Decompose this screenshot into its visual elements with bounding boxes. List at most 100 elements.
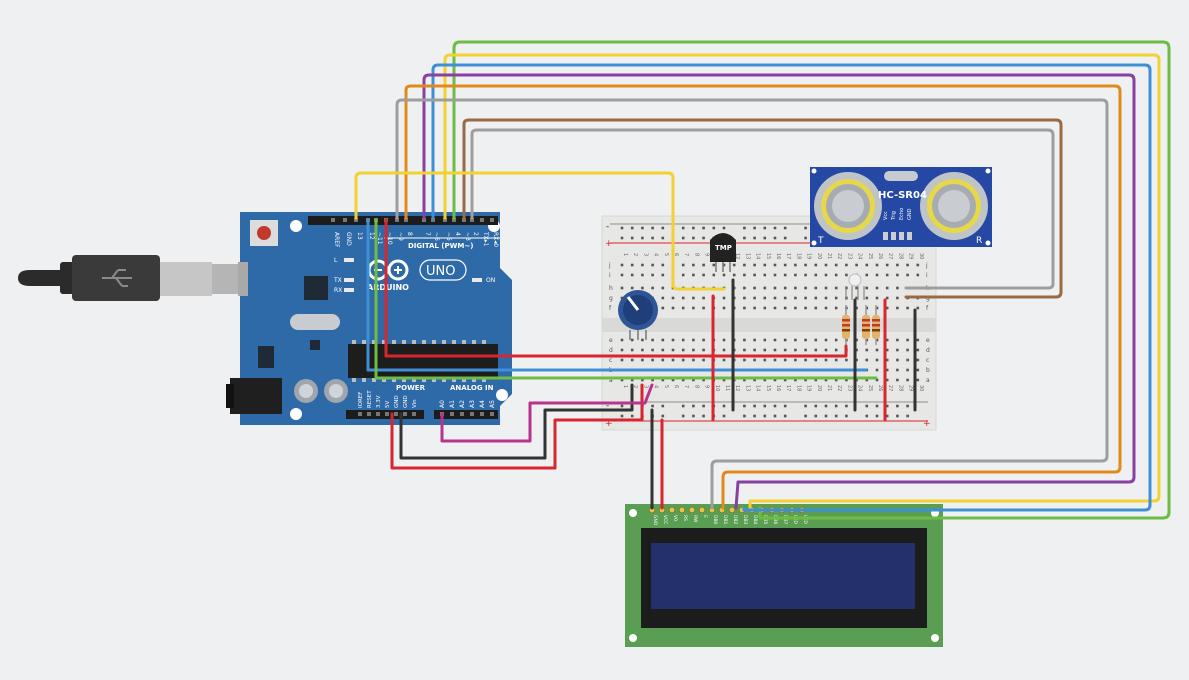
wire-red-5v[interactable] — [390, 383, 644, 470]
pin-label: 4 — [454, 232, 461, 236]
rgb-led[interactable] — [845, 273, 865, 300]
sensor-pin-label: Vcc — [883, 211, 889, 220]
bb-col-label: 27 — [887, 385, 893, 391]
bb-col-label: 13 — [744, 253, 750, 259]
bb-col-label: 2 — [632, 385, 638, 388]
bb-row-label: a — [609, 377, 613, 384]
arduino-model: UNO — [426, 264, 455, 279]
lcd-pin-label: LED — [802, 515, 808, 524]
lcd-pin-label: DB5 — [762, 515, 768, 525]
bb-col-label: 15 — [765, 253, 771, 259]
bb-row-label: d — [926, 347, 930, 354]
resistor[interactable] — [872, 305, 880, 345]
bb-row-label: h — [609, 285, 613, 292]
bb-col-label: 6 — [673, 253, 679, 256]
reset-button[interactable] — [250, 220, 278, 246]
wire-blue-led[interactable] — [366, 218, 868, 372]
bb-row-label: g — [609, 295, 613, 302]
bb-col-label: 30 — [918, 253, 924, 259]
bb-row-label: j — [925, 262, 928, 269]
bb-col-label: 23 — [846, 253, 852, 259]
pin-label: 2 — [472, 232, 479, 236]
bb-row-label: c — [609, 357, 612, 364]
analog-pin-label: A0 — [439, 400, 446, 408]
bb-row-label: f — [926, 305, 929, 312]
digital-label: DIGITAL (PWM~) — [408, 242, 473, 250]
usb-icon — [102, 269, 132, 287]
bb-col-label: 4 — [653, 253, 659, 256]
bb-col-label: 30 — [918, 385, 924, 391]
wire-gray-short[interactable] — [470, 128, 1055, 290]
power-pin-label: RESET — [367, 390, 373, 408]
wire-red-led[interactable] — [384, 218, 848, 358]
wire-blue[interactable] — [431, 63, 1152, 512]
power-jack — [226, 378, 282, 414]
bb-col-label: 4 — [653, 385, 659, 388]
wire-yellow-tmp[interactable] — [354, 171, 726, 291]
pin-label: ~6 — [433, 232, 440, 241]
lcd-pin-label: VCC — [662, 515, 668, 524]
bb-plus-top: + — [605, 239, 613, 249]
lcd-pin-label: RS — [682, 515, 688, 521]
tmp-label: TMP — [715, 244, 732, 252]
sensor-right-mark: R — [976, 236, 982, 246]
bb-col-label: 22 — [836, 253, 842, 259]
lcd-screen — [651, 543, 915, 609]
digital-header[interactable] — [308, 216, 498, 225]
bb-col-label: 23 — [846, 385, 852, 391]
bb-col-label: 24 — [857, 385, 863, 391]
wire-green[interactable] — [452, 40, 1171, 520]
pin-label: 12 — [368, 232, 375, 240]
wire-purple[interactable] — [422, 73, 1136, 510]
analog-pin-label: A4 — [479, 400, 486, 408]
lcd-pin-label: DB3 — [742, 515, 748, 525]
bb-col-label: 20 — [816, 253, 822, 259]
led-label-tx: TX — [333, 277, 342, 284]
analog-header[interactable] — [434, 410, 498, 419]
bb-col-label: 14 — [755, 253, 761, 259]
bb-col-label: 9 — [704, 253, 710, 256]
wire-green-led[interactable] — [374, 218, 878, 380]
lcd-pin-label: DB0 — [712, 515, 718, 525]
lcd-pin-label: V0 — [672, 515, 678, 521]
bb-col-label: 16 — [775, 385, 781, 391]
bb-col-label: 17 — [785, 253, 791, 259]
pin-label: ~5 — [445, 232, 452, 241]
bb-row-label: j — [608, 262, 611, 269]
bb-row-label: a — [926, 377, 930, 384]
temperature-sensor[interactable]: TMP — [710, 233, 736, 272]
bb-col-label: 25 — [867, 385, 873, 391]
bb-col-label: 3 — [642, 385, 648, 388]
wire-gray[interactable] — [395, 98, 1109, 510]
resistor[interactable] — [862, 305, 870, 345]
potentiometer[interactable] — [618, 290, 658, 340]
power-pin-label: GND — [403, 395, 409, 408]
lcd-pin-label: LED — [792, 515, 798, 524]
wire-magenta-a0[interactable] — [440, 383, 654, 443]
pin-label: ~11 — [376, 232, 383, 245]
wire-brown[interactable] — [462, 118, 1063, 299]
bb-col-label: 20 — [816, 385, 822, 391]
pin-label: TX▸1 — [482, 231, 489, 247]
resistor[interactable] — [842, 305, 850, 345]
bb-col-label: 28 — [897, 385, 903, 391]
bb-col-label: 3 — [642, 253, 648, 256]
bb-minus-bottom: - — [606, 401, 609, 411]
bb-col-label: 7 — [683, 385, 689, 388]
bb-col-label: 1 — [622, 253, 628, 256]
wire-orange[interactable] — [404, 84, 1122, 510]
wire-black-gnd[interactable] — [399, 383, 634, 460]
pin-label: 13 — [356, 232, 363, 240]
bb-col-label: 27 — [887, 253, 893, 259]
bb-col-label: 18 — [795, 253, 801, 259]
bb-row-label: e — [926, 337, 930, 344]
bb-col-label: 26 — [877, 385, 883, 391]
wire-yellow[interactable] — [443, 53, 1161, 510]
bb-col-label: 28 — [897, 253, 903, 259]
bb-col-label: 22 — [836, 385, 842, 391]
bb-minus-top: - — [606, 222, 609, 232]
